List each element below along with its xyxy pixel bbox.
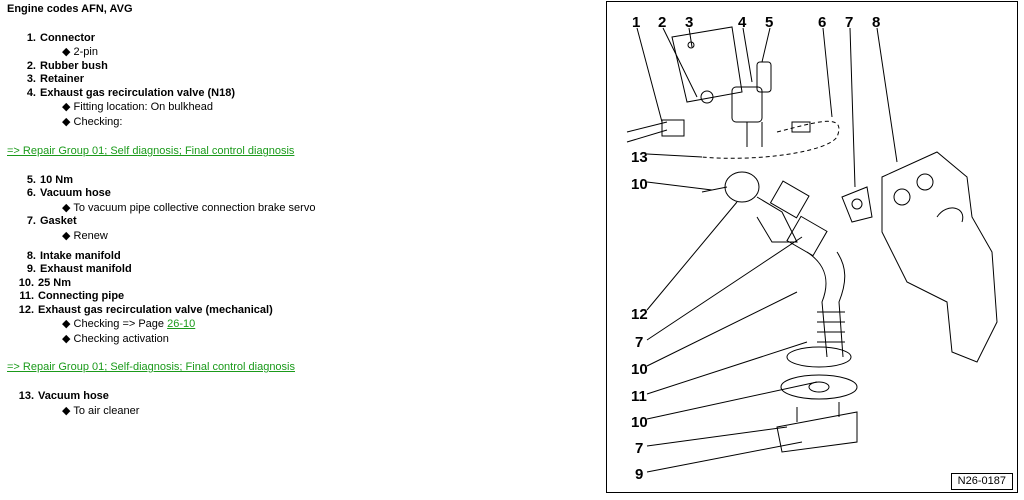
callout-label: 12 xyxy=(631,306,648,323)
item-label: Rubber bush xyxy=(40,60,108,72)
item-number: 13. xyxy=(18,390,34,402)
callout-label: 10 xyxy=(631,414,648,431)
callout-label: 3 xyxy=(685,14,693,31)
callout-label: 10 xyxy=(631,361,648,378)
item-label: Exhaust manifold xyxy=(40,263,132,275)
item-number: 9. xyxy=(26,263,36,275)
callout-label: 7 xyxy=(635,440,643,457)
item-label: Retainer xyxy=(40,73,85,85)
callout-label: 1 xyxy=(632,14,640,31)
item-label: Connecting pipe xyxy=(38,290,125,302)
callout-label: 4 xyxy=(738,14,747,31)
callout-label: 6 xyxy=(818,14,826,31)
item-number: 6. xyxy=(26,187,36,199)
item-label: 25 Nm xyxy=(38,277,72,289)
sub-item: ◆ Checking activation xyxy=(62,333,169,345)
callout-label: 7 xyxy=(635,334,643,351)
diamond-bullet-icon: ◆ xyxy=(62,230,71,242)
sub-item: ◆ Checking: xyxy=(62,116,123,128)
item-label: Gasket xyxy=(40,215,77,227)
callout-label: 13 xyxy=(631,149,648,166)
callout-label: 7 xyxy=(845,14,853,31)
repair-group-link[interactable]: => Repair Group 01; Self-diagnosis; Fina… xyxy=(7,361,295,373)
item-number: 2. xyxy=(26,60,36,72)
item-number: 10. xyxy=(18,277,34,289)
item-number: 4. xyxy=(26,87,36,99)
item-number: 8. xyxy=(26,250,36,262)
callout-label: 9 xyxy=(635,466,643,483)
repair-group-link[interactable]: => Repair Group 01; Self diagnosis; Fina… xyxy=(7,145,295,157)
callout-label: 11 xyxy=(631,388,647,405)
item-number: 12. xyxy=(18,304,34,316)
item-label: Exhaust gas recirculation valve (mechani… xyxy=(38,304,273,316)
sub-item: ◆ Checking => Page 26-10 xyxy=(62,318,196,330)
sub-item: ◆ 2-pin xyxy=(62,46,98,58)
figure-id: N26-0187 xyxy=(950,473,1013,490)
diamond-bullet-icon: ◆ xyxy=(62,318,71,330)
page-title: Engine codes AFN, AVG xyxy=(7,3,133,15)
item-number: 3. xyxy=(26,73,36,85)
sub-item: ◆ Renew xyxy=(62,230,108,242)
item-number: 11. xyxy=(19,290,34,302)
sub-item: ◆ Fitting location: On bulkhead xyxy=(62,101,213,113)
callout-label: 2 xyxy=(658,14,666,31)
diamond-bullet-icon: ◆ xyxy=(62,202,71,214)
diamond-bullet-icon: ◆ xyxy=(62,116,71,128)
diamond-bullet-icon: ◆ xyxy=(62,333,71,345)
sub-item: ◆ To vacuum pipe collective connection b… xyxy=(62,202,316,214)
callout-label: 8 xyxy=(872,14,880,31)
item-number: 7. xyxy=(26,215,36,227)
item-number: 1. xyxy=(26,32,36,44)
diamond-bullet-icon: ◆ xyxy=(62,405,71,417)
callout-label: 5 xyxy=(765,14,773,31)
item-label: Intake manifold xyxy=(40,250,121,262)
item-label: Exhaust gas recirculation valve (N18) xyxy=(40,87,236,99)
callout-label: 10 xyxy=(631,176,648,193)
item-label: Connector xyxy=(40,32,95,44)
item-label: Vacuum hose xyxy=(40,187,111,199)
diamond-bullet-icon: ◆ xyxy=(62,46,71,58)
diamond-bullet-icon: ◆ xyxy=(62,101,71,113)
item-number: 5. xyxy=(26,174,36,186)
item-label: Vacuum hose xyxy=(38,390,109,402)
item-label: 10 Nm xyxy=(40,174,74,186)
page-link[interactable]: 26-10 xyxy=(167,318,196,330)
sub-item: ◆ To air cleaner xyxy=(62,405,140,417)
